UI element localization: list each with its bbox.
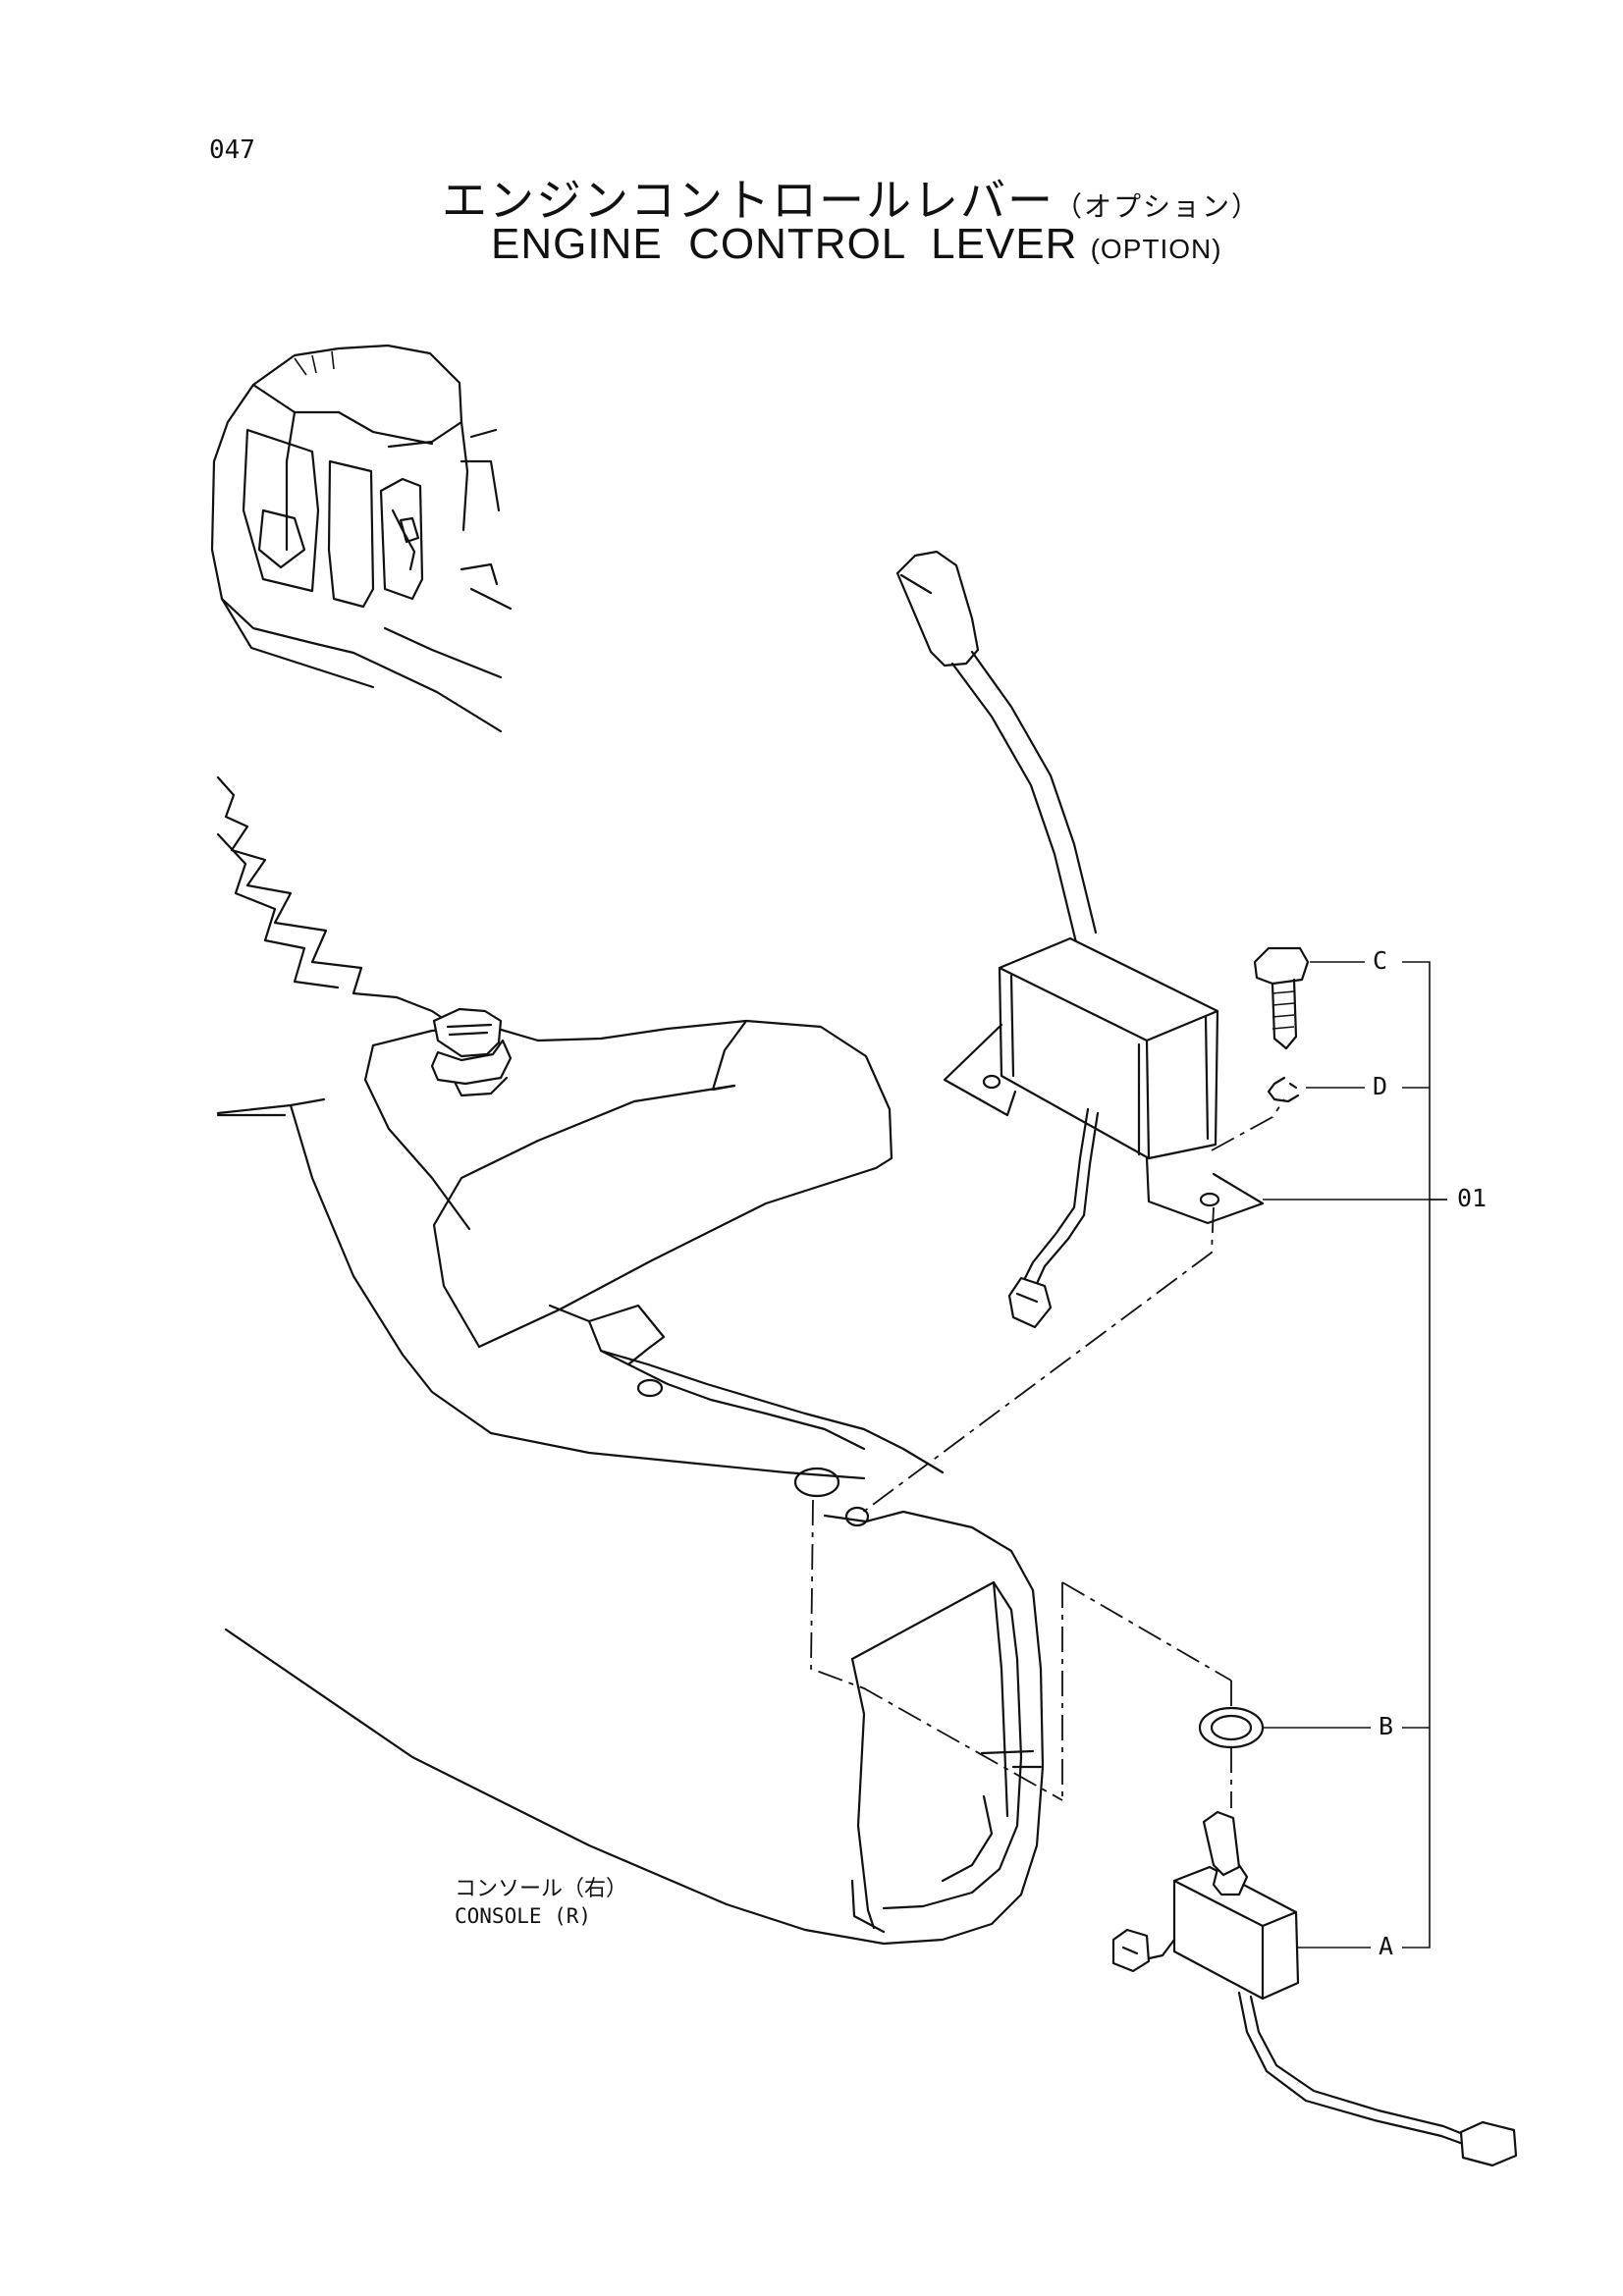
title-english-option: (OPTION) <box>1090 234 1222 264</box>
console-label-english: CONSOLE (R) <box>455 1904 592 1928</box>
callout-c: C <box>1373 946 1388 975</box>
page-number: 047 <box>209 135 255 165</box>
callout-d: D <box>1373 1072 1388 1100</box>
title-japanese-option: （オプション） <box>1055 190 1262 223</box>
cab-locator-inset <box>210 344 513 733</box>
title-english: ENGINE CONTROL LEVER (OPTION) <box>491 220 1222 269</box>
callout-part-01: 01 <box>1457 1184 1488 1212</box>
console-right-drawing <box>216 775 1045 1946</box>
title-japanese: エンジンコントロールレバー（オプション） <box>442 165 1261 230</box>
callout-b: B <box>1379 1712 1394 1740</box>
console-label-japanese: コンソール（右） <box>455 1877 628 1901</box>
title-english-main: ENGINE CONTROL LEVER <box>491 220 1078 268</box>
callout-leader-lines <box>1263 961 1447 1949</box>
engine-control-lever-assembly <box>895 550 1518 2167</box>
callout-a: A <box>1379 1932 1394 1960</box>
title-japanese-main: エンジンコントロールレバー <box>442 174 1055 227</box>
mounting-phantom-lines <box>810 1098 1285 1808</box>
